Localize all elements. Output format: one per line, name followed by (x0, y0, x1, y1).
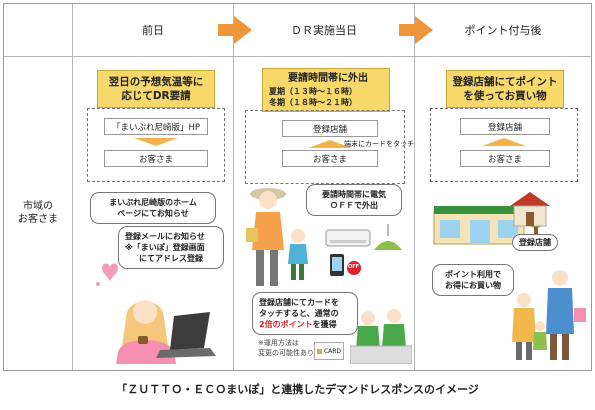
family-outing-illustration (246, 188, 308, 286)
flow-arrow-2 (399, 16, 433, 44)
shopping-family-illustration (512, 270, 586, 360)
diagram-frame (3, 3, 592, 371)
double-points-highlight: 2倍のポイント (259, 320, 313, 329)
header-after-points: ポイント付与後 (464, 24, 542, 37)
house-illustration (510, 192, 550, 227)
heart-icon (102, 263, 118, 282)
col2-operation-note: ※運用方法は変更の可能性あり (258, 339, 314, 357)
flow-arrow-1 (218, 16, 252, 44)
col2-flow-group (245, 110, 405, 184)
col1-hp-box: 「まいぷれ尼崎版」HP (104, 118, 208, 135)
col3-store-label: 登録店舗 (512, 234, 558, 251)
col2-store-box: 登録店舗 (282, 120, 378, 137)
col1-flow-group (87, 108, 225, 182)
col2-bubble-double-points: 登録店舗にてカードを タッチすると、通常の 2倍のポイントを獲得 (252, 292, 358, 335)
col2-title: 要請時間帯に外出 夏期（１３時～１６時） 冬期（１８時～２１時） (262, 68, 390, 112)
row-label: 市域のお客さま (18, 201, 58, 225)
col2-touch-note: 端末にカードをタッチ (344, 140, 414, 148)
col1-bubble-email: 登録メールにお知らせ※「まいぽ」登録画面にてアドレス登録 (118, 226, 224, 269)
woman-laptop-illustration (96, 263, 216, 364)
col1-title: 翌日の予想気温等に応じてDR要請 (97, 70, 215, 108)
column-divider (72, 4, 73, 370)
col3-bubble-use-points: ポイント利用でお得にお買い物 (432, 264, 514, 296)
header-divider (4, 56, 591, 57)
diagram-caption: 「ＺＵＴＴＯ・ＥＣＯまいぽ」と連携したデマンドレスポンスのイメージ (116, 383, 479, 396)
col3-customer-box: お客さま (460, 150, 550, 167)
store-clerks-illustration (350, 309, 412, 364)
col3-up-arrow (482, 138, 526, 146)
col1-down-arrow (134, 138, 178, 146)
header-dr-day: ＤＲ実施当日 (291, 24, 357, 37)
card-icon: CARD (314, 342, 344, 360)
col2-customer-box: お客さま (282, 150, 378, 167)
col3-store-box: 登録店舗 (460, 118, 550, 135)
column-divider (233, 4, 234, 370)
appliances-off-illustration (325, 224, 402, 276)
col3-flow-group (430, 108, 578, 182)
column-divider (414, 4, 415, 370)
col2-up-arrow (308, 140, 352, 148)
col3-title: 登録店舗にてポイントを使ってお買い物 (446, 70, 564, 108)
col1-bubble-homepage: まいぷれ尼崎版のホームページにてお知らせ (90, 192, 216, 224)
header-day-before: 前日 (142, 24, 164, 37)
off-label: OFF (348, 264, 360, 270)
col1-customer-box: お客さま (104, 150, 208, 167)
